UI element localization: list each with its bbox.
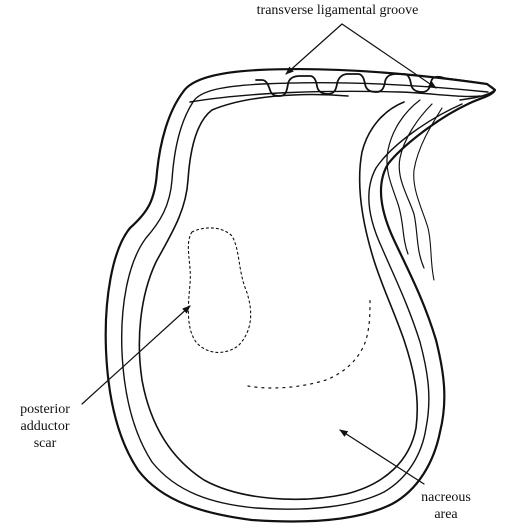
adductor-scar-line2: adductor <box>0 418 90 435</box>
growth-line-1 <box>387 100 420 254</box>
ligament-arrow-right <box>342 24 436 88</box>
ligamental-groove-label: transverse ligamental groove <box>210 2 465 19</box>
scar-arrow <box>82 306 190 404</box>
shell-outer-margin <box>106 69 495 521</box>
adductor-scar-line3: scar <box>0 435 90 452</box>
nacreous-area-line1: nacreous <box>400 489 492 506</box>
nacreous-area-label: nacreous area <box>400 489 492 523</box>
adductor-scar-label: posterior adductor scar <box>0 401 90 452</box>
adductor-scar-outline <box>188 228 250 352</box>
shell-interior-edge <box>139 95 417 500</box>
ligament-plate <box>190 91 480 102</box>
shell-inner-margin <box>122 83 488 510</box>
nacre-arrow <box>340 430 424 484</box>
nacreous-area-line2: area <box>400 506 492 523</box>
adductor-scar-line1: posterior <box>0 401 90 418</box>
ligament-arrow-left <box>286 24 342 74</box>
nacreous-dotted-line <box>248 300 370 388</box>
growth-line-3 <box>414 108 442 280</box>
ligamental-groove-text: transverse ligamental groove <box>210 2 465 19</box>
